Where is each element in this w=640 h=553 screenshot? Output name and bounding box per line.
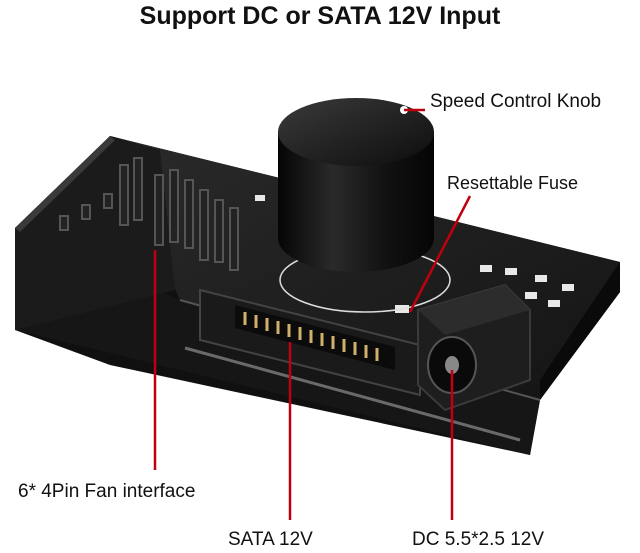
callout-resettable-fuse: Resettable Fuse <box>447 173 579 193</box>
callout-dc-input: DC 5.5*2.5 12V <box>412 529 545 550</box>
sata-connector <box>199 288 421 397</box>
dc-barrel-jack <box>417 283 531 412</box>
product-title: Support DC or SATA 12V Input <box>139 2 501 30</box>
fan-pin-headers <box>59 157 239 271</box>
speed-control-knob <box>278 98 434 272</box>
callout-sata-12v: SATA 12V <box>228 529 313 550</box>
callout-speed-control-knob: Speed Control Knob <box>430 91 602 112</box>
callout-leader-lines <box>153 108 472 520</box>
callout-fan-interface: 6* 4Pin Fan interface <box>18 481 196 502</box>
